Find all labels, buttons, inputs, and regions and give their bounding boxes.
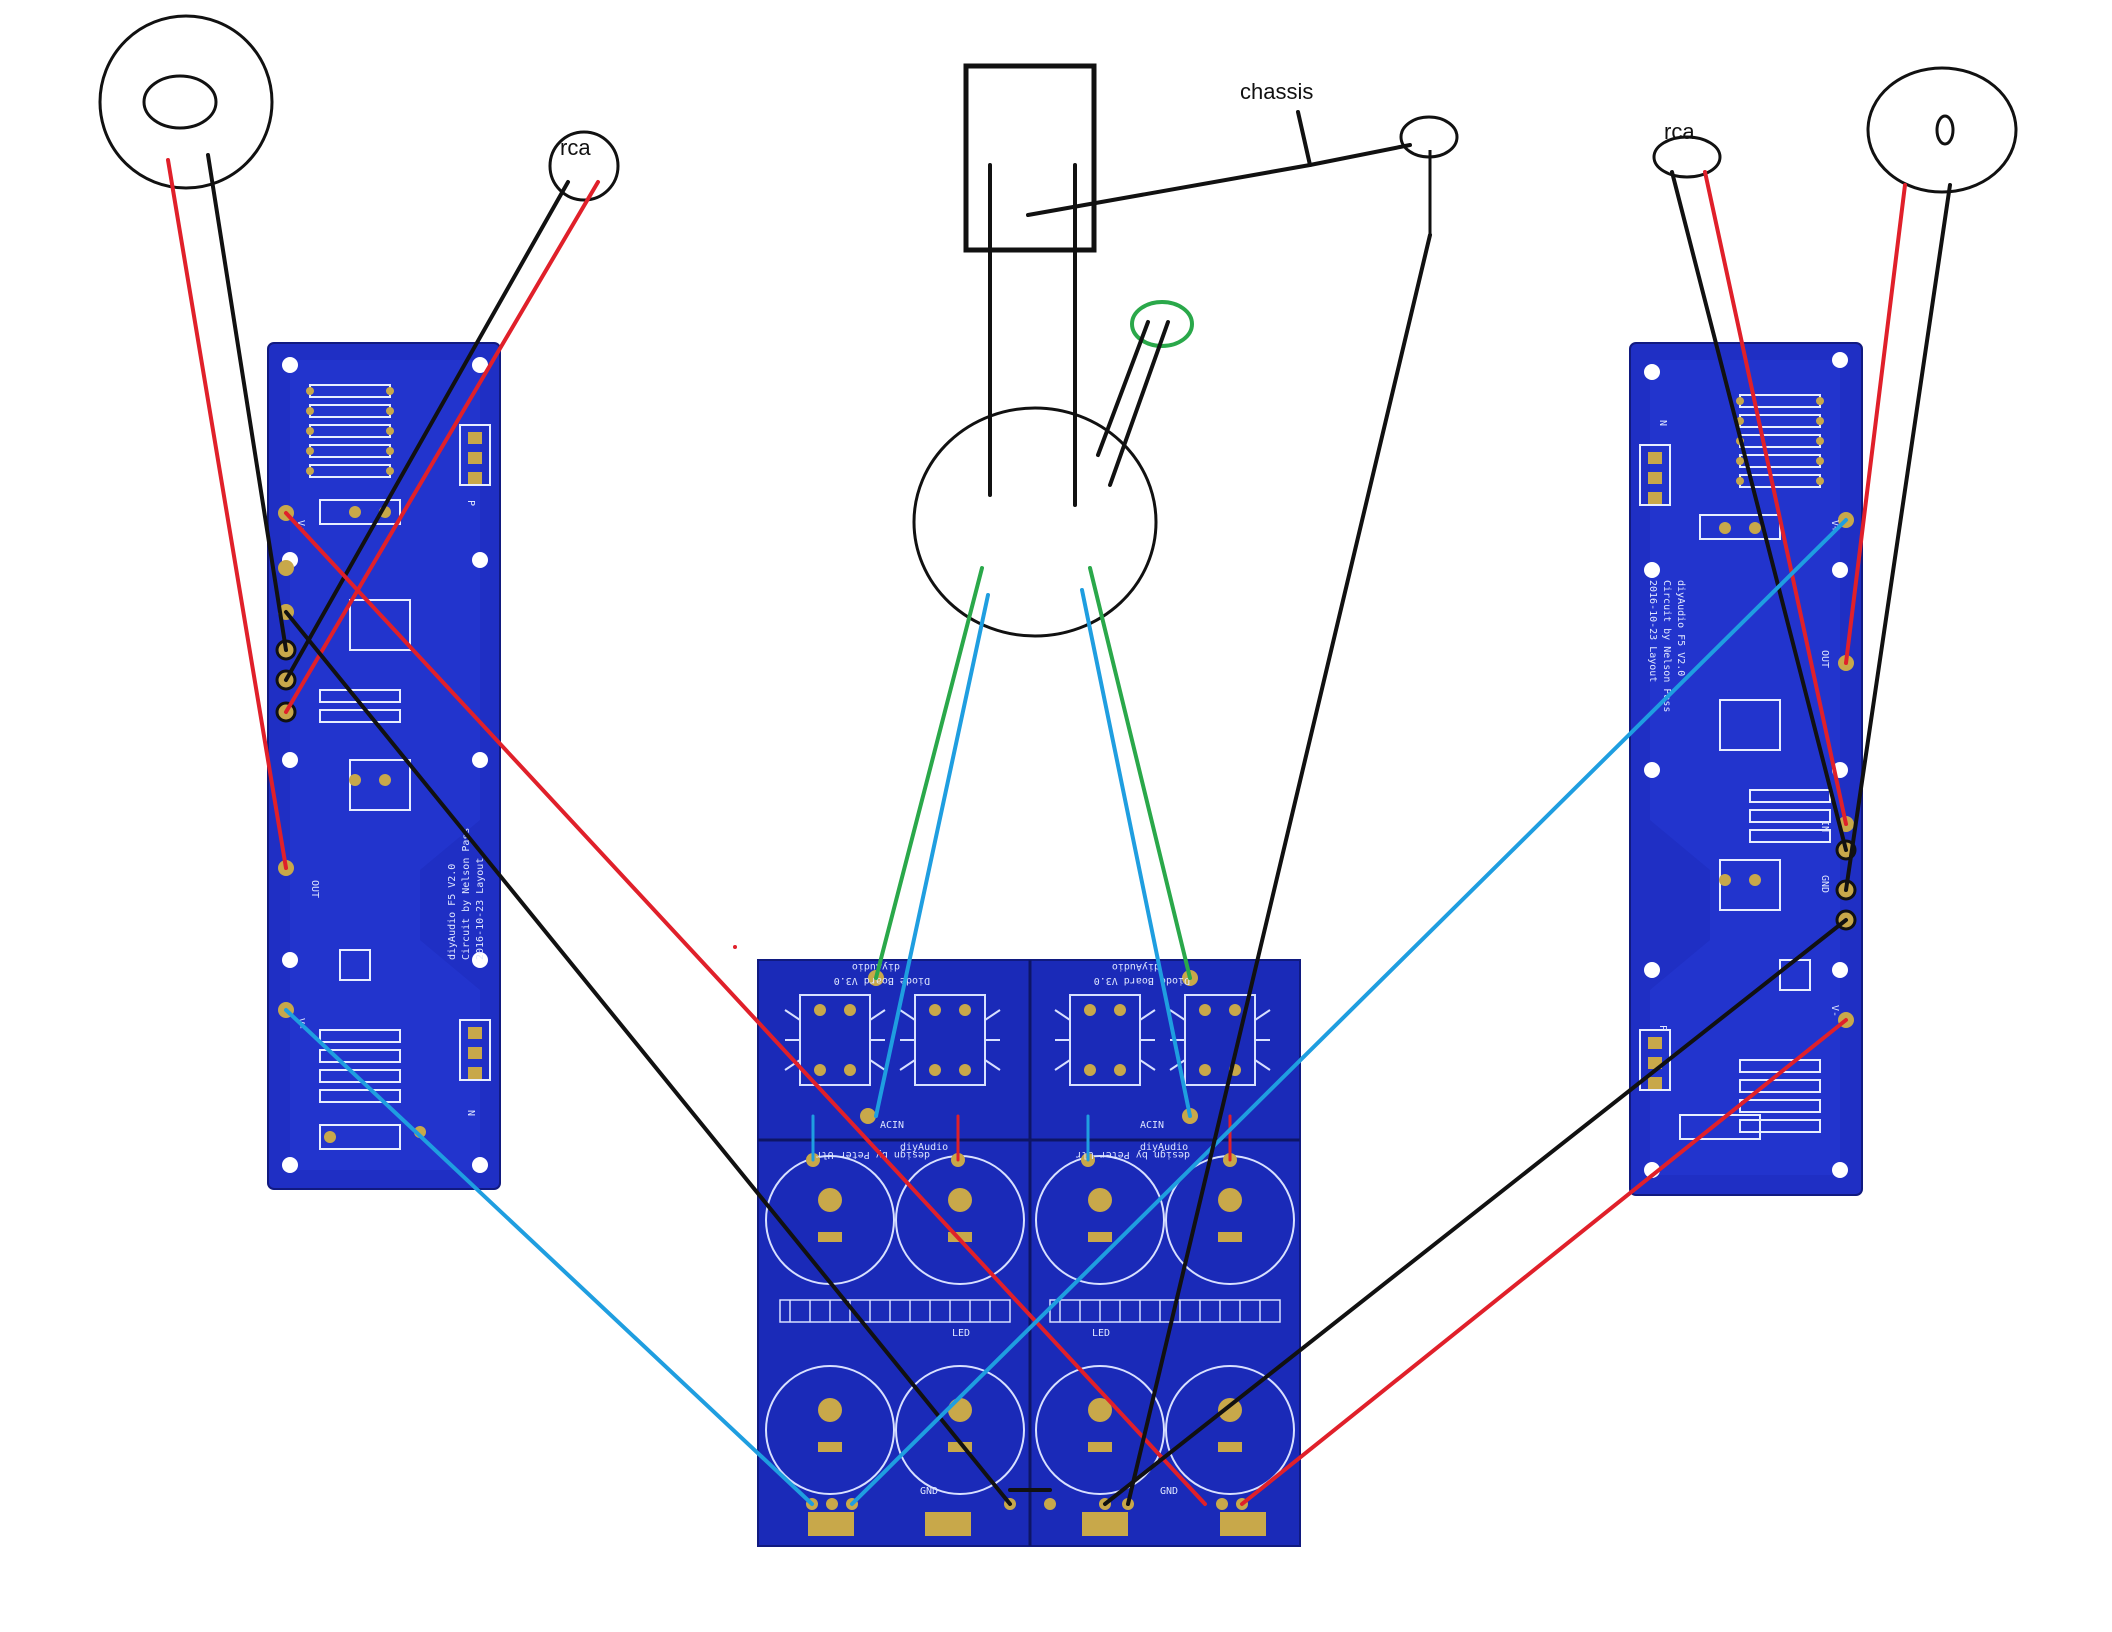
psu-brand-left: diyAudio — [852, 961, 900, 972]
power-inlet — [963, 63, 1097, 253]
right-speaker-terminal-inner — [1935, 114, 1955, 146]
psu-design-right: design by Peter Ulr — [1076, 1149, 1190, 1160]
psu-cap-pads — [818, 1188, 1242, 1452]
psu-resistor-rows — [779, 1299, 1281, 1323]
chassis-label: chassis — [1240, 79, 1313, 104]
psu-brand-right: diyAudio — [1112, 961, 1160, 972]
psu-board: diyAudio diyAudio Diode Board V3.0 Diode… — [757, 959, 1301, 1547]
right-board-vplus-label: V+ — [1829, 520, 1840, 532]
hand-drawn-components — [98, 14, 2018, 638]
right-rca-jack — [1652, 135, 1722, 179]
left-board-credit: Circuit by Nelson Pass — [461, 828, 472, 960]
psu-gnd-right: GND — [1160, 1486, 1178, 1497]
psu-filter-caps — [765, 1155, 1295, 1495]
left-amp-board: diyAudio F5 V2.0 Circuit by Nelson Pass … — [267, 342, 501, 1190]
psu-brand-cap-right: diyAudio — [1140, 1142, 1188, 1153]
left-board-copper-pour — [290, 360, 480, 1170]
rca-right-label: rca — [1664, 119, 1695, 144]
transformer-secondary-tie — [1130, 300, 1194, 348]
psu-jumpers — [811, 1114, 1232, 1162]
left-channel-wires — [166, 153, 1207, 1506]
right-board-title: diyAudio F5 V2.0 — [1675, 580, 1686, 676]
right-board-p-label: P — [1657, 1025, 1668, 1031]
right-channel-wires — [850, 170, 1952, 1506]
psu-diode-heatsinks — [784, 994, 1271, 1086]
right-board-date: 2016-10-23 Layout — [1647, 580, 1658, 682]
right-board-credit: Circuit by Nelson Pass — [1661, 580, 1672, 712]
left-board-silkscreen: diyAudio F5 V2.0 Circuit by Nelson Pass … — [447, 828, 486, 960]
left-rca-jack — [548, 130, 620, 202]
transformer — [912, 406, 1158, 638]
psu-acin-left: ACIN — [880, 1120, 904, 1131]
right-board-silkscreen: diyAudio F5 V2.0 Circuit by Nelson Pass … — [1647, 580, 1686, 712]
right-board-n-label: N — [1657, 420, 1668, 426]
psu-brand-cap-left: diyAudio — [900, 1142, 948, 1153]
psu-design-left: design by Peter Ulr — [816, 1149, 930, 1160]
right-speaker-terminal — [1866, 66, 2018, 194]
right-board-gnd-label: GND — [1819, 875, 1830, 893]
left-board-mount-holes — [282, 357, 488, 1173]
psu-diode-board-right: Diode Board V3.0 — [1094, 975, 1190, 986]
left-board-date: 2016-10-23 Layout — [475, 858, 486, 960]
stray-dot — [733, 945, 737, 949]
left-board-n-label: N — [465, 1110, 476, 1116]
psu-led-left: LED — [952, 1328, 970, 1339]
psu-diode-board-left: Diode Board V3.0 — [834, 975, 930, 986]
rca-left-label: rca — [560, 135, 591, 160]
left-speaker-terminal — [98, 14, 274, 190]
left-board-out-label: OUT — [309, 880, 320, 898]
right-board-out-label: OUT — [1819, 650, 1830, 668]
left-board-title: diyAudio F5 V2.0 — [447, 864, 458, 960]
right-board-terminals — [1835, 839, 1857, 931]
psu-led-right: LED — [1092, 1328, 1110, 1339]
psu-acin-right: ACIN — [1140, 1120, 1164, 1131]
right-board-vminus-label: V- — [1829, 1005, 1840, 1017]
mains-wires — [988, 110, 1412, 507]
right-board-in-label: IN — [1819, 820, 1830, 832]
wires — [166, 110, 1952, 1506]
transformer-secondary-wires — [874, 566, 1192, 1118]
left-speaker-terminal-inner — [142, 74, 218, 130]
right-board-copper-pour — [1650, 360, 1840, 1175]
left-board-p-label: P — [465, 500, 476, 506]
psu-gnd-left: GND — [920, 1486, 938, 1497]
right-board-mount-holes — [1644, 352, 1848, 1178]
